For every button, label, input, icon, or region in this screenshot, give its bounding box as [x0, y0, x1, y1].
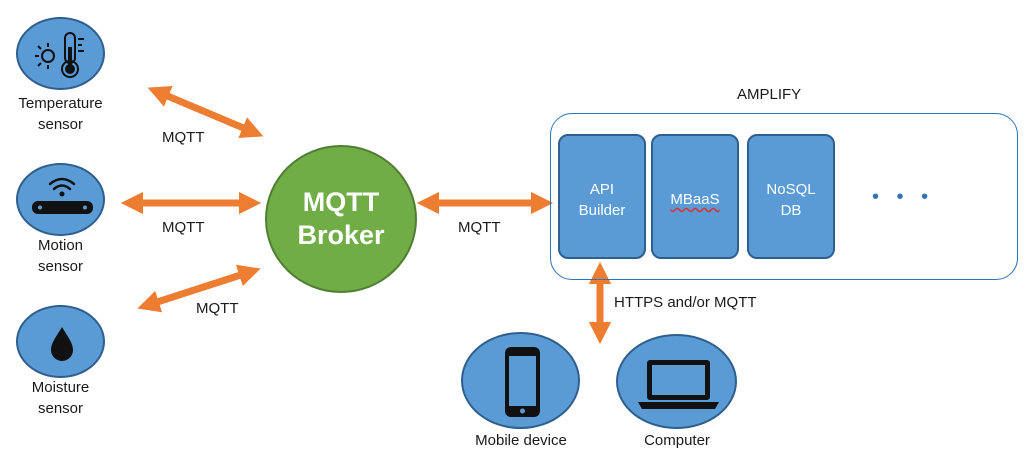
broker-label-line1: MQTT — [302, 187, 380, 217]
moisture-label-line1: Moisture — [31, 379, 90, 396]
mqtt-broker-node: MQTT Broker — [265, 145, 417, 293]
arrow-temp-broker — [147, 86, 264, 138]
nosql-line1: NoSQL — [766, 181, 816, 198]
motion-label-line2: sensor — [37, 258, 84, 275]
laptop-icon — [638, 360, 719, 409]
amplify-container — [550, 113, 1018, 280]
temperature-label-line2: sensor — [37, 116, 84, 133]
temperature-sensor-node — [16, 17, 105, 90]
mobile-device-node — [461, 332, 580, 429]
service-api-builder: API Builder — [558, 134, 646, 259]
protocol-label-amplify-clients: HTTPS and/or MQTT — [614, 294, 757, 311]
temperature-label-line1: Temperature — [18, 95, 103, 112]
motion-sensor-label: Motion sensor — [0, 235, 121, 277]
service-nosql-db: NoSQL DB — [747, 134, 835, 259]
protocol-label-moisture: MQTT — [196, 300, 239, 317]
api-builder-line2: Builder — [578, 202, 626, 219]
service-mbaas: MBaaS — [651, 134, 739, 259]
moisture-sensor-label: Moisture sensor — [0, 377, 121, 419]
more-services-ellipsis: • • • — [872, 186, 935, 208]
mobile-device-label: Mobile device — [475, 432, 567, 449]
computer-label: Computer — [644, 432, 710, 449]
moisture-sensor-node — [16, 305, 105, 378]
moisture-label-line2: sensor — [37, 400, 84, 417]
protocol-label-temp: MQTT — [162, 129, 205, 146]
computer-node — [616, 334, 737, 429]
motion-label-line1: Motion — [37, 237, 84, 254]
api-builder-line1: API — [589, 181, 615, 198]
amplify-title: AMPLIFY — [737, 86, 802, 103]
motion-sensor-node — [16, 163, 105, 236]
broker-label-line2: Broker — [297, 220, 385, 250]
thermometer-sun-icon — [35, 32, 84, 78]
arrow-moisture-broker — [137, 264, 261, 313]
mbaas-label: MBaaS — [670, 191, 720, 208]
temperature-sensor-label: Temperature sensor — [0, 93, 121, 135]
protocol-label-broker-amplify: MQTT — [458, 219, 501, 236]
smartphone-icon — [505, 347, 540, 417]
water-drop-icon — [51, 327, 73, 361]
motion-router-icon — [32, 177, 93, 214]
nosql-line2: DB — [780, 202, 802, 219]
protocol-label-motion: MQTT — [162, 219, 205, 236]
